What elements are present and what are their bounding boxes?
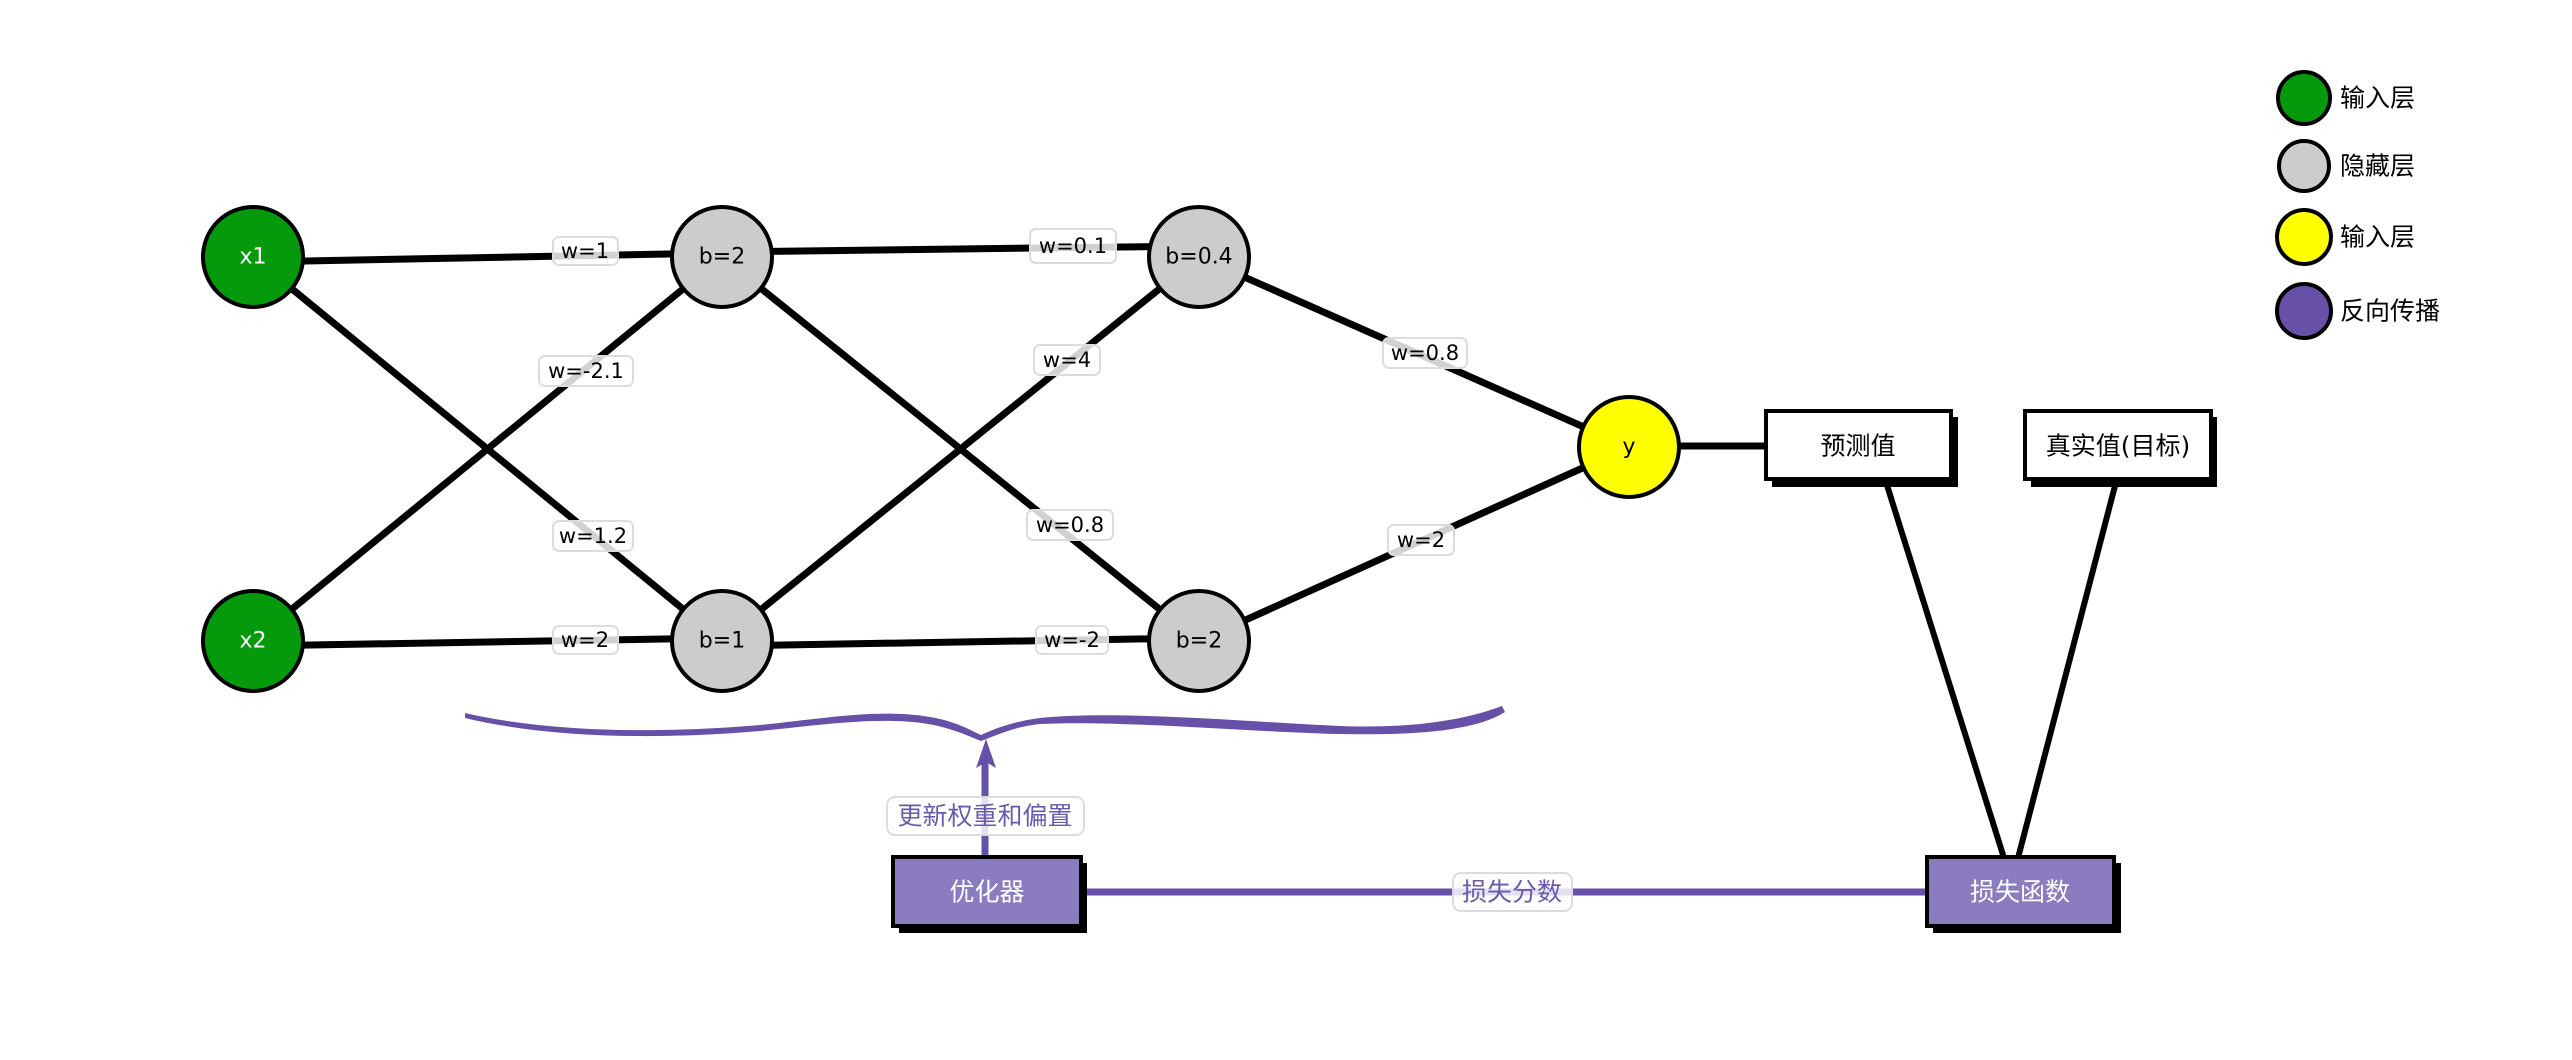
- node-hidden-1b[interactable]: b=1: [670, 589, 774, 693]
- svg-text:输入层: 输入层: [2340, 223, 2415, 252]
- update-arrow-head: [976, 739, 996, 768]
- svg-text:真实值(目标): 真实值(目标): [2046, 432, 2191, 461]
- edge-prediction-loss: [1883, 481, 2007, 859]
- loss-function-box[interactable]: 损失函数: [1925, 855, 2121, 933]
- legend-swatch-output: [2275, 208, 2333, 266]
- update-label: 更新权重和偏置: [886, 796, 1085, 836]
- svg-text:b=1: b=1: [699, 629, 745, 654]
- edge-h1a-h2b: [718, 253, 1203, 645]
- node-hidden-2a[interactable]: b=0.4: [1147, 205, 1251, 309]
- weight-label: w=0.8: [1026, 509, 1114, 541]
- edge-x1-h1a: [249, 249, 726, 266]
- legend-item-output: 输入层: [2275, 208, 2415, 266]
- svg-text:w=0.1: w=0.1: [1039, 234, 1107, 258]
- svg-text:预测值: 预测值: [1820, 432, 1895, 461]
- svg-text:w=1: w=1: [561, 239, 609, 263]
- optimizer-box[interactable]: 优化器: [891, 855, 1087, 933]
- weight-label: w=2: [1387, 524, 1455, 556]
- svg-text:输入层: 输入层: [2340, 84, 2415, 113]
- node-x2[interactable]: x2: [201, 589, 305, 693]
- svg-text:优化器: 优化器: [949, 878, 1024, 907]
- weight-label: w=0.8: [1382, 337, 1468, 369]
- weight-label: w=-2: [1035, 625, 1109, 655]
- loss-score-label: 损失分数: [1452, 872, 1573, 912]
- svg-text:x2: x2: [239, 629, 266, 654]
- node-y[interactable]: y: [1577, 395, 1681, 499]
- weight-label: w=-2.1: [538, 355, 634, 387]
- svg-text:更新权重和偏置: 更新权重和偏置: [897, 802, 1072, 831]
- svg-text:w=-2: w=-2: [1044, 628, 1100, 652]
- node-hidden-1a[interactable]: b=2: [670, 205, 774, 309]
- legend: 输入层 隐藏层 输入层 反向传播: [2275, 70, 2440, 340]
- svg-text:x1: x1: [239, 245, 266, 270]
- network-edges: [249, 242, 2119, 859]
- weight-label: w=0.1: [1029, 228, 1117, 264]
- svg-text:b=2: b=2: [699, 245, 745, 270]
- legend-swatch-input: [2276, 70, 2332, 126]
- legend-swatch-hidden: [2277, 139, 2331, 193]
- svg-text:w=4: w=4: [1043, 348, 1091, 372]
- svg-text:w=2: w=2: [1397, 528, 1445, 552]
- svg-text:w=-2.1: w=-2.1: [548, 359, 624, 383]
- svg-text:y: y: [1622, 435, 1635, 460]
- weight-label: w=2: [552, 625, 619, 655]
- legend-item-backprop: 反向传播: [2275, 282, 2440, 340]
- prediction-box[interactable]: 预测值: [1764, 409, 1958, 487]
- edge-target-loss: [2015, 481, 2119, 859]
- weight-label: w=1.2: [552, 520, 634, 552]
- legend-item-input: 输入层: [2276, 70, 2415, 126]
- hidden-layer-1: b=2 b=1: [670, 205, 774, 693]
- hidden-layer-2: b=0.4 b=2: [1147, 205, 1251, 693]
- svg-text:b=0.4: b=0.4: [1165, 245, 1232, 270]
- svg-text:w=0.8: w=0.8: [1391, 341, 1459, 365]
- legend-item-hidden: 隐藏层: [2277, 139, 2415, 193]
- svg-text:损失分数: 损失分数: [1462, 878, 1562, 907]
- svg-text:w=0.8: w=0.8: [1036, 513, 1104, 537]
- svg-text:损失函数: 损失函数: [1970, 878, 2070, 907]
- node-x1[interactable]: x1: [201, 205, 305, 309]
- edge-h1b-h2b: [718, 634, 1203, 650]
- svg-text:隐藏层: 隐藏层: [2340, 152, 2415, 181]
- node-hidden-2b[interactable]: b=2: [1147, 589, 1251, 693]
- svg-text:反向传播: 反向传播: [2340, 297, 2440, 326]
- edge-x2-h1b: [249, 634, 726, 650]
- weight-label: w=4: [1033, 344, 1101, 376]
- edge-x1-h1b: [249, 253, 726, 645]
- svg-text:b=2: b=2: [1176, 629, 1222, 654]
- parameter-brace: [465, 706, 1505, 741]
- output-layer: y: [1577, 395, 1681, 499]
- backprop-flow: [465, 706, 1927, 896]
- legend-swatch-backprop: [2275, 282, 2333, 340]
- weight-labels: w=1 w=-2.1 w=1.2 w=2 w=0.1 w=4 w=0.8 w=: [538, 228, 1468, 655]
- input-layer: x1 x2: [201, 205, 305, 693]
- target-box[interactable]: 真实值(目标): [2023, 409, 2217, 487]
- edge-h1a-h2a: [718, 242, 1203, 256]
- svg-text:w=1.2: w=1.2: [559, 524, 627, 548]
- weight-label: w=1: [552, 236, 619, 266]
- svg-text:w=2: w=2: [561, 628, 609, 652]
